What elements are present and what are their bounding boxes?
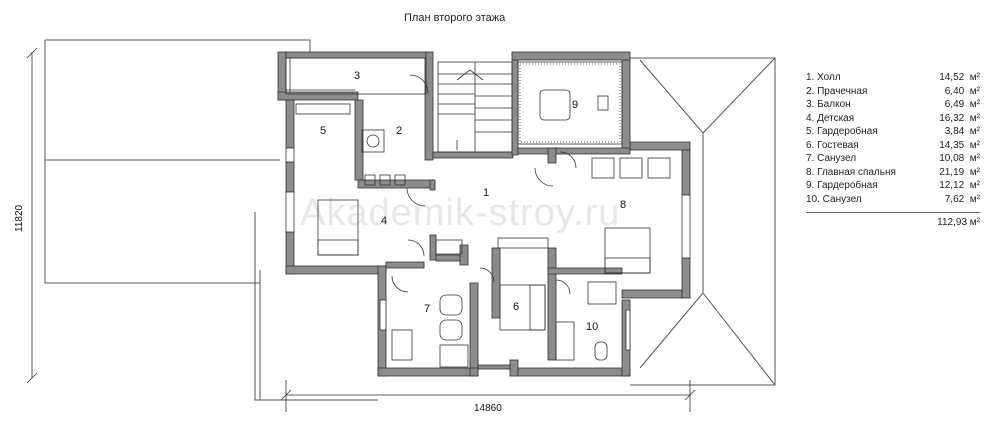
legend-area: 6,40 (944, 85, 965, 97)
legend-unit: м² (969, 85, 980, 97)
legend-unit: м² (969, 166, 980, 178)
dimension-lines (26, 47, 696, 412)
room-3-label: 3 (354, 70, 360, 82)
legend-unit: м² (969, 72, 980, 83)
legend-unit: м² (969, 99, 980, 110)
legend-area: 7,62 (944, 193, 965, 205)
legend-row: 8. Главная спальня 21,19 м² (806, 166, 980, 180)
windows (285, 147, 691, 351)
legend-name: 1. Холл (806, 72, 841, 83)
legend-unit: м² (969, 180, 980, 191)
legend-row: 4. Детская 16,32 м² (806, 112, 980, 126)
room-5-label: 5 (320, 125, 326, 137)
legend-name: 2. Прачечная (806, 85, 868, 97)
legend-row: 10. Санузел 7,62 м² (806, 193, 980, 207)
legend-area: 10,08 (939, 153, 965, 164)
legend-unit: м² (969, 112, 980, 124)
legend-area: 14,35 (939, 139, 965, 151)
legend-row: 2. Прачечная 6,40 м² (806, 85, 980, 99)
legend-row: 9. Гардеробная 12,12 м² (806, 179, 980, 193)
dimension-height: 11820 (14, 204, 25, 232)
legend-area: 3,84 (944, 126, 965, 137)
interior-walls (354, 59, 631, 369)
legend-name: 6. Гостевая (806, 139, 859, 151)
legend-area: 12,12 (939, 180, 965, 191)
legend-name: 8. Главная спальня (806, 166, 896, 178)
room-1-label: 1 (483, 187, 489, 199)
legend-name: 10. Санузел (806, 193, 862, 205)
legend-name: 4. Детская (806, 112, 855, 124)
legend-row: 7. Санузел 10,08 м² (806, 152, 980, 166)
room-9-label: 9 (572, 99, 578, 111)
legend-unit: м² (969, 139, 980, 151)
plan-title: План второго этажа (404, 12, 506, 24)
legend-row: 3. Балкон 6,49 м² (806, 98, 980, 112)
room-numbers: 1 2 3 4 5 6 7 8 9 10 (320, 70, 626, 333)
legend-unit: м² (969, 153, 980, 164)
plan-lines (285, 57, 671, 368)
legend-name: 5. Гардеробная (806, 126, 878, 137)
legend-row: 1. Холл 14,52 м² (806, 71, 980, 85)
room-7-label: 7 (424, 303, 430, 315)
room-2-label: 2 (396, 125, 402, 137)
legend-area: 21,19 (939, 166, 965, 178)
legend-row: 5. Гардеробная 3,84 м² (806, 125, 980, 139)
legend-name: 3. Балкон (806, 99, 851, 110)
room-legend: 1. Холл 14,52 м² 2. Прачечная 6,40 м² 3.… (806, 71, 980, 228)
room-6-label: 6 (513, 301, 519, 313)
room-10-label: 10 (586, 321, 598, 333)
legend-area: 16,32 (939, 112, 965, 124)
roof-outlines (44, 39, 776, 401)
room-4-label: 4 (381, 215, 387, 227)
legend-row: 6. Гостевая 14,35 м² (806, 139, 980, 153)
dimension-width: 14860 (474, 403, 502, 414)
legend-area: 6,49 (944, 99, 965, 110)
legend-name: 7. Санузел (806, 153, 857, 164)
total-area: 112,93 м² (937, 217, 980, 228)
room-8-label: 8 (620, 199, 626, 211)
legend-unit: м² (969, 193, 980, 205)
legend-area: 14,52 (939, 72, 965, 83)
legend-name: 9. Гардеробная (806, 180, 878, 191)
legend-unit: м² (969, 126, 980, 137)
legend-total: 112,93 м² (806, 212, 980, 228)
